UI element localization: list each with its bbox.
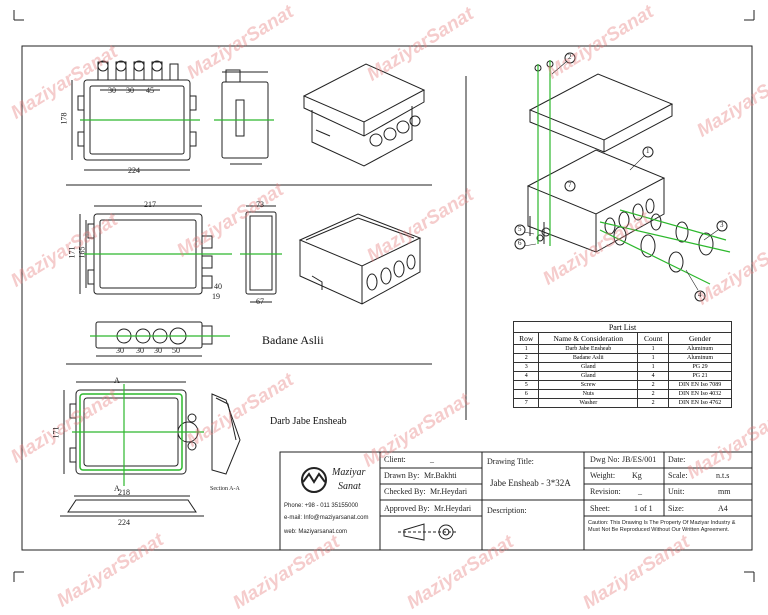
dwg-no-label: Dwg No:	[590, 455, 620, 464]
dim-label: 30	[154, 346, 162, 355]
weight-label: Weight:	[590, 471, 616, 480]
dim-label: 50	[172, 346, 180, 355]
view4-cover-top-view	[63, 381, 199, 475]
dim-label: 30	[126, 86, 134, 95]
view1-side-view	[221, 69, 269, 165]
approved-by-value: Mr.Heydari	[434, 504, 472, 513]
dim-label: 178	[59, 112, 69, 125]
dim-label: 165	[77, 246, 87, 259]
view2-side-view	[245, 205, 277, 303]
balloon-1	[642, 146, 654, 158]
dim-label: 224	[118, 518, 130, 527]
badane-label: Badane Aslii	[262, 333, 324, 347]
company-phone: Phone: +98 - 011 35155000	[284, 503, 359, 509]
drawing-sheet: MaziyarSanat MaziyarSanat MaziyarSanat M…	[7, 1, 768, 613]
scale-value: n.t.s	[716, 471, 730, 480]
balloon-2	[564, 52, 576, 64]
drawn-by-label: Drawn By:	[384, 471, 420, 480]
part-list-caption: Part List	[513, 321, 732, 333]
dim-label: 45	[146, 86, 154, 95]
caution-note: Caution: This Drawing Is The Property Of…	[588, 520, 736, 533]
dim-label: 171	[67, 246, 77, 259]
balloon-label: 6	[518, 239, 522, 247]
header-row: Row	[512, 332, 540, 345]
checked-by-label: Checked By:	[384, 487, 426, 496]
header-count: Count	[637, 332, 670, 345]
dim-label: 30	[136, 346, 144, 355]
view1-iso-cover	[302, 63, 426, 167]
dim-label: 218	[118, 488, 130, 497]
leaders	[523, 61, 719, 291]
description-label: Description:	[487, 506, 527, 515]
balloon-label: 3	[720, 221, 724, 229]
sheet-value: 1 of 1	[634, 504, 653, 513]
header-gender: Gender	[668, 332, 732, 345]
company-email: e-mail: Info@maziyarsanat.com	[284, 515, 369, 521]
drawing-canvas	[13, 10, 755, 582]
balloon-3	[716, 220, 728, 232]
dim-label: 73	[256, 200, 264, 209]
dim-label: 30	[108, 86, 116, 95]
scale-label: Scale:	[668, 471, 688, 480]
section-mark: A	[114, 376, 120, 385]
dim-label: 30	[116, 346, 124, 355]
size-label: Size:	[668, 504, 684, 513]
part-list-table: Part List Row Name & Consideration Count…	[512, 321, 732, 408]
corner-marks	[13, 10, 755, 582]
unit-label: Unit:	[668, 487, 685, 496]
dim-label: 224	[128, 166, 140, 175]
weight-value: Kg	[632, 471, 642, 480]
approved-by-label: Approved By:	[384, 504, 430, 513]
dim-label: 171	[51, 426, 61, 439]
section-label: Section A-A	[210, 486, 240, 492]
drawing-title-value: Jabe Ensheab - 3*32A	[490, 478, 571, 488]
client-value: _	[430, 455, 434, 464]
size-value: A4	[718, 504, 728, 513]
revision-label: Revision:	[590, 487, 621, 496]
exploded-axes	[537, 60, 731, 285]
view4-section	[211, 393, 241, 475]
sheet-label: Sheet:	[590, 504, 610, 513]
dim-label: 40	[214, 282, 222, 291]
header-name: Name & Consideration	[538, 332, 639, 345]
balloon-label: 2	[568, 53, 572, 61]
revision-value: _	[638, 487, 642, 496]
drawing-title-label: Drawing Title:	[487, 457, 534, 466]
company-name-top: Maziyar	[332, 467, 366, 478]
checked-by-value: Mr.Heydari	[430, 487, 468, 496]
unit-value: mm	[718, 487, 731, 496]
darb-label: Darb Jabe Ensheab	[270, 416, 347, 427]
section-mark: A	[114, 484, 120, 493]
view2-iso-body	[298, 213, 422, 305]
balloon-7	[564, 180, 576, 192]
company-name-bottom: Sanat	[338, 481, 361, 492]
client-label: Client:	[384, 455, 406, 464]
balloon-label: 4	[698, 291, 702, 299]
balloon-label: 5	[518, 225, 522, 233]
view4-bottom-view	[60, 495, 204, 517]
dim-label: 217	[144, 200, 156, 209]
balloon-5	[514, 224, 526, 236]
balloon-label: 7	[568, 181, 572, 189]
dim-label: 19	[212, 292, 220, 301]
balloon-6	[514, 238, 526, 250]
dim-label: 67	[256, 297, 264, 306]
dwg-no-value: JB/ES/001	[622, 455, 657, 464]
drawn-by-value: Mr.Bakhti	[424, 471, 457, 480]
balloon-label: 1	[646, 147, 650, 155]
date-label: Date:	[668, 455, 686, 464]
balloons	[514, 52, 728, 302]
company-web: web: Maziyarsanat.com	[284, 529, 348, 535]
company-logo	[301, 467, 327, 493]
title-block	[279, 451, 753, 551]
balloon-4	[694, 290, 706, 302]
projection-symbol-icon	[398, 523, 456, 541]
